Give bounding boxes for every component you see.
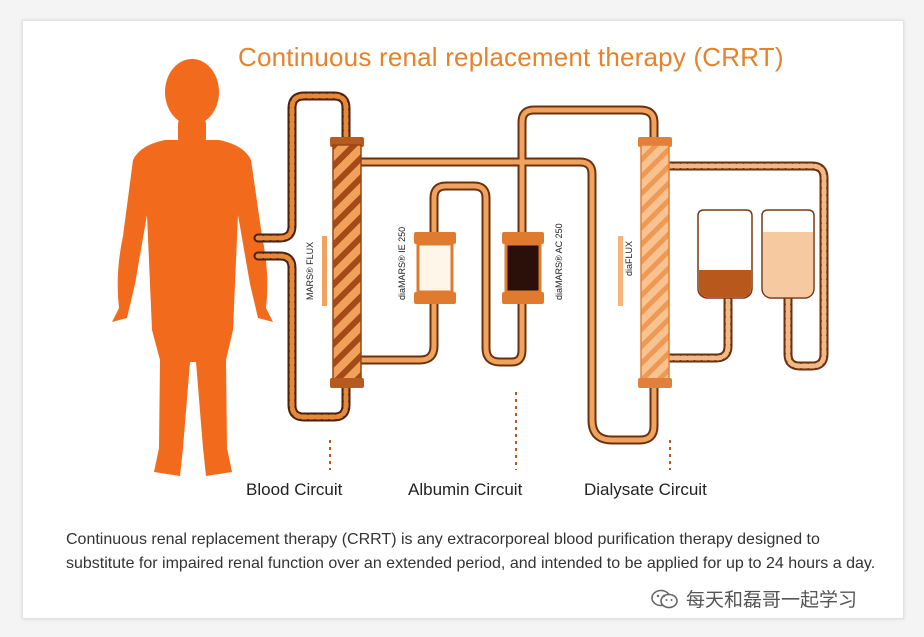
albumin-circuit-tubing xyxy=(355,105,659,445)
diamars-ie-label: diaMARS® IE 250 xyxy=(397,227,407,300)
wechat-icon xyxy=(651,589,678,608)
mars-flux-label: MARS® FLUX xyxy=(305,242,315,300)
diamars-ie-cartridge xyxy=(414,232,456,304)
dialysate-circuit-label: Dialysate Circuit xyxy=(584,480,707,499)
dialysate-circuit-tubing xyxy=(663,161,829,371)
diamars-ac-cartridge xyxy=(502,232,544,304)
dialysate-bag-used xyxy=(697,209,753,299)
watermark-text: 每天和磊哥一起学习 xyxy=(686,590,858,611)
albumin-circuit-label: Albumin Circuit xyxy=(408,480,523,499)
mars-flux-filter xyxy=(322,137,364,388)
diaflux-label: diaFLUX xyxy=(624,241,634,276)
diamars-ac-label: diaMARS® AC 250 xyxy=(554,223,564,300)
watermark: 每天和磊哥一起学习 xyxy=(650,585,857,612)
dialysate-bag-fresh xyxy=(761,209,815,299)
diagram-title: Continuous renal replacement therapy (CR… xyxy=(238,42,784,72)
blood-circuit-tubing xyxy=(253,91,351,422)
circuit-leader-lines xyxy=(329,392,671,470)
human-silhouette-icon xyxy=(112,59,273,476)
blood-circuit-label: Blood Circuit xyxy=(246,480,343,499)
diagram-caption: Continuous renal replacement therapy (CR… xyxy=(66,531,876,572)
diaflux-filter xyxy=(618,137,672,388)
